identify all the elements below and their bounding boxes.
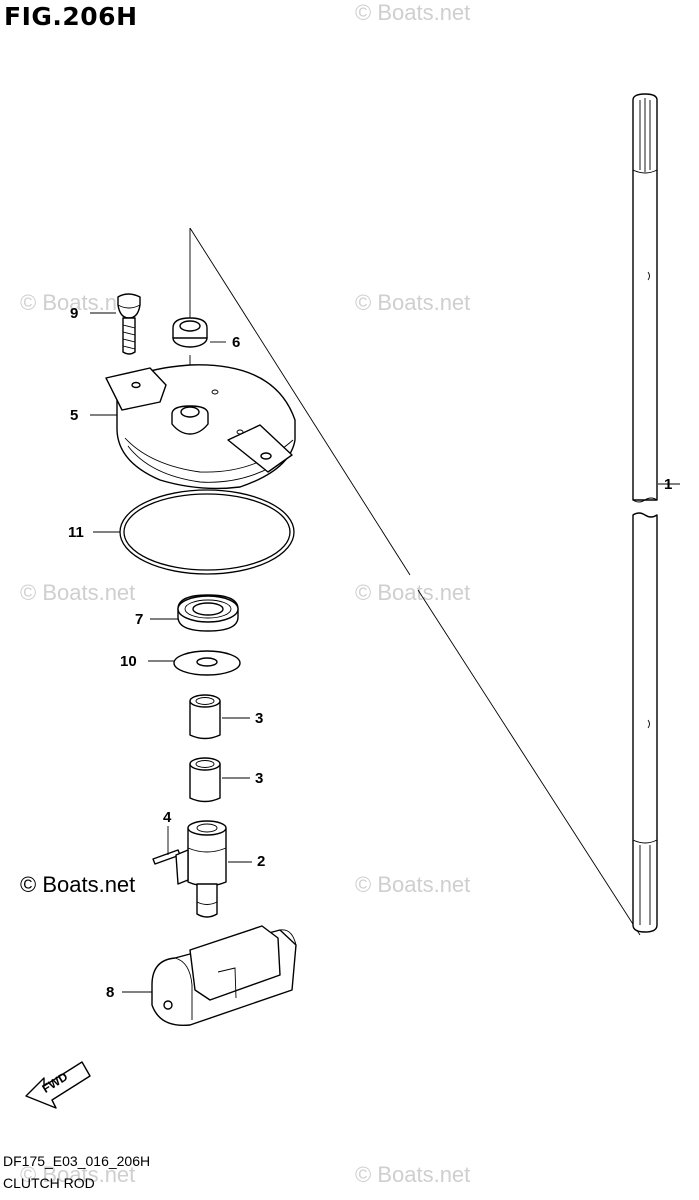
- callout-8: 8: [106, 984, 115, 1001]
- callout-9: 9: [70, 305, 79, 322]
- assembly-guide-line: [417, 589, 641, 936]
- callout-3: 3: [255, 770, 264, 787]
- callout-3: 3: [255, 710, 264, 727]
- callout-1: 1: [664, 476, 673, 493]
- figure-caption: CLUTCH ROD: [3, 1175, 95, 1191]
- part-washer: [173, 650, 241, 676]
- forward-arrow-icon: [25, 1061, 91, 1109]
- part-o-ring: [119, 489, 295, 575]
- model-code: DF175_E03_016_206H: [3, 1153, 151, 1169]
- watermark: © Boats.net: [355, 0, 471, 25]
- watermark: © Boats.net: [355, 1162, 471, 1187]
- callout-5: 5: [70, 407, 79, 424]
- part-clutch-rod: [632, 93, 658, 933]
- watermark: © Boats.net: [20, 1162, 136, 1187]
- callout-10: 10: [120, 653, 137, 670]
- part-bushing: [189, 757, 221, 803]
- callout-2: 2: [257, 853, 266, 870]
- watermark-main: © Boats.net: [20, 872, 136, 897]
- figure-title: FIG.206H: [4, 2, 138, 31]
- callout-7: 7: [135, 611, 144, 628]
- part-clutch-rod-holder: [151, 925, 297, 1027]
- part-bolt: [117, 293, 141, 355]
- watermark: © Boats.net: [20, 290, 136, 315]
- callout-4: 4: [163, 809, 172, 826]
- part-bushing: [189, 694, 221, 740]
- watermark: © Boats.net: [355, 580, 471, 605]
- part-cover: [105, 364, 296, 490]
- assembly-guide-line: [189, 227, 411, 576]
- watermark: © Boats.net: [20, 580, 136, 605]
- callout-6: 6: [232, 334, 241, 351]
- part-bearing: [177, 594, 239, 632]
- watermark: © Boats.net: [355, 290, 471, 315]
- part-seal: [172, 317, 208, 348]
- callout-11: 11: [68, 524, 84, 541]
- part-clutch-rod-joint: [175, 820, 227, 918]
- watermark: © Boats.net: [355, 872, 471, 897]
